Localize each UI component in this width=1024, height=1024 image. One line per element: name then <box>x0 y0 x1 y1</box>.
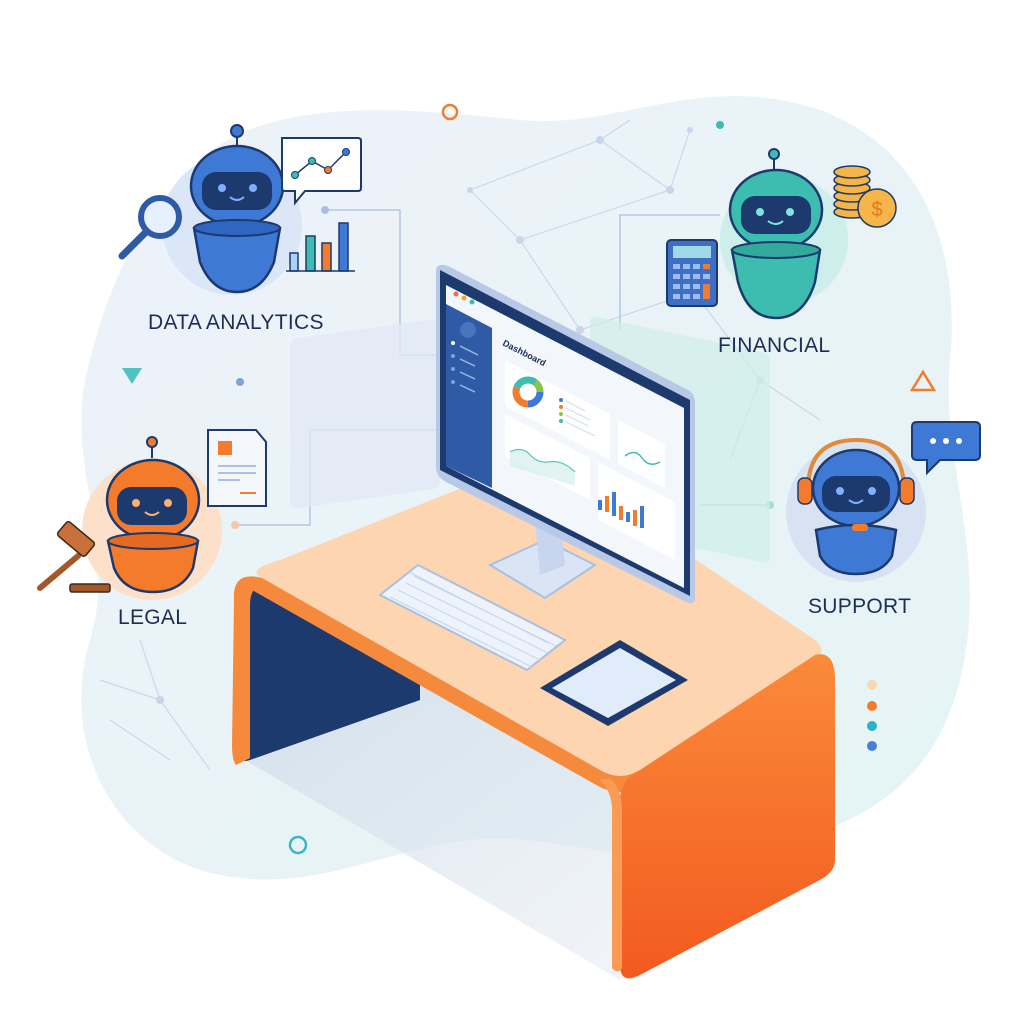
line-chart-bubble-icon <box>281 137 362 206</box>
dollar-icon: $ <box>857 188 897 228</box>
gavel-icon <box>37 521 111 593</box>
monitor: Dashboard <box>436 264 695 604</box>
chat-bubble-icon <box>911 421 981 476</box>
keyboard <box>378 563 567 672</box>
decor-ring-teal <box>288 835 308 855</box>
agent-financial[interactable] <box>720 148 848 320</box>
label-support: SUPPORT <box>808 595 912 618</box>
label-financial: FINANCIAL <box>718 334 831 357</box>
agent-data-analytics[interactable] <box>162 124 302 295</box>
bar-chart <box>598 492 644 528</box>
decor-ring-orange <box>441 103 459 121</box>
svg-text:$: $ <box>871 199 882 221</box>
tablet <box>540 640 688 726</box>
decor-dot-blue <box>236 378 244 386</box>
glass-panel-left <box>290 318 440 509</box>
label-legal: LEGAL <box>118 606 188 629</box>
decor-triangle-teal <box>122 368 142 384</box>
decor-dot-column <box>867 680 877 751</box>
calculator-icon <box>666 239 718 307</box>
magnifier-icon <box>118 195 182 260</box>
desk <box>232 462 835 980</box>
document-icon <box>207 429 267 507</box>
agent-support[interactable] <box>786 437 926 582</box>
decor-dot-teal <box>716 121 724 129</box>
label-data-analytics: DATA ANALYTICS <box>148 311 324 334</box>
donut-chart <box>512 376 544 408</box>
decor-triangle-orange <box>909 369 937 392</box>
bar-chart-icon <box>286 222 355 272</box>
agent-legal[interactable] <box>82 436 222 600</box>
